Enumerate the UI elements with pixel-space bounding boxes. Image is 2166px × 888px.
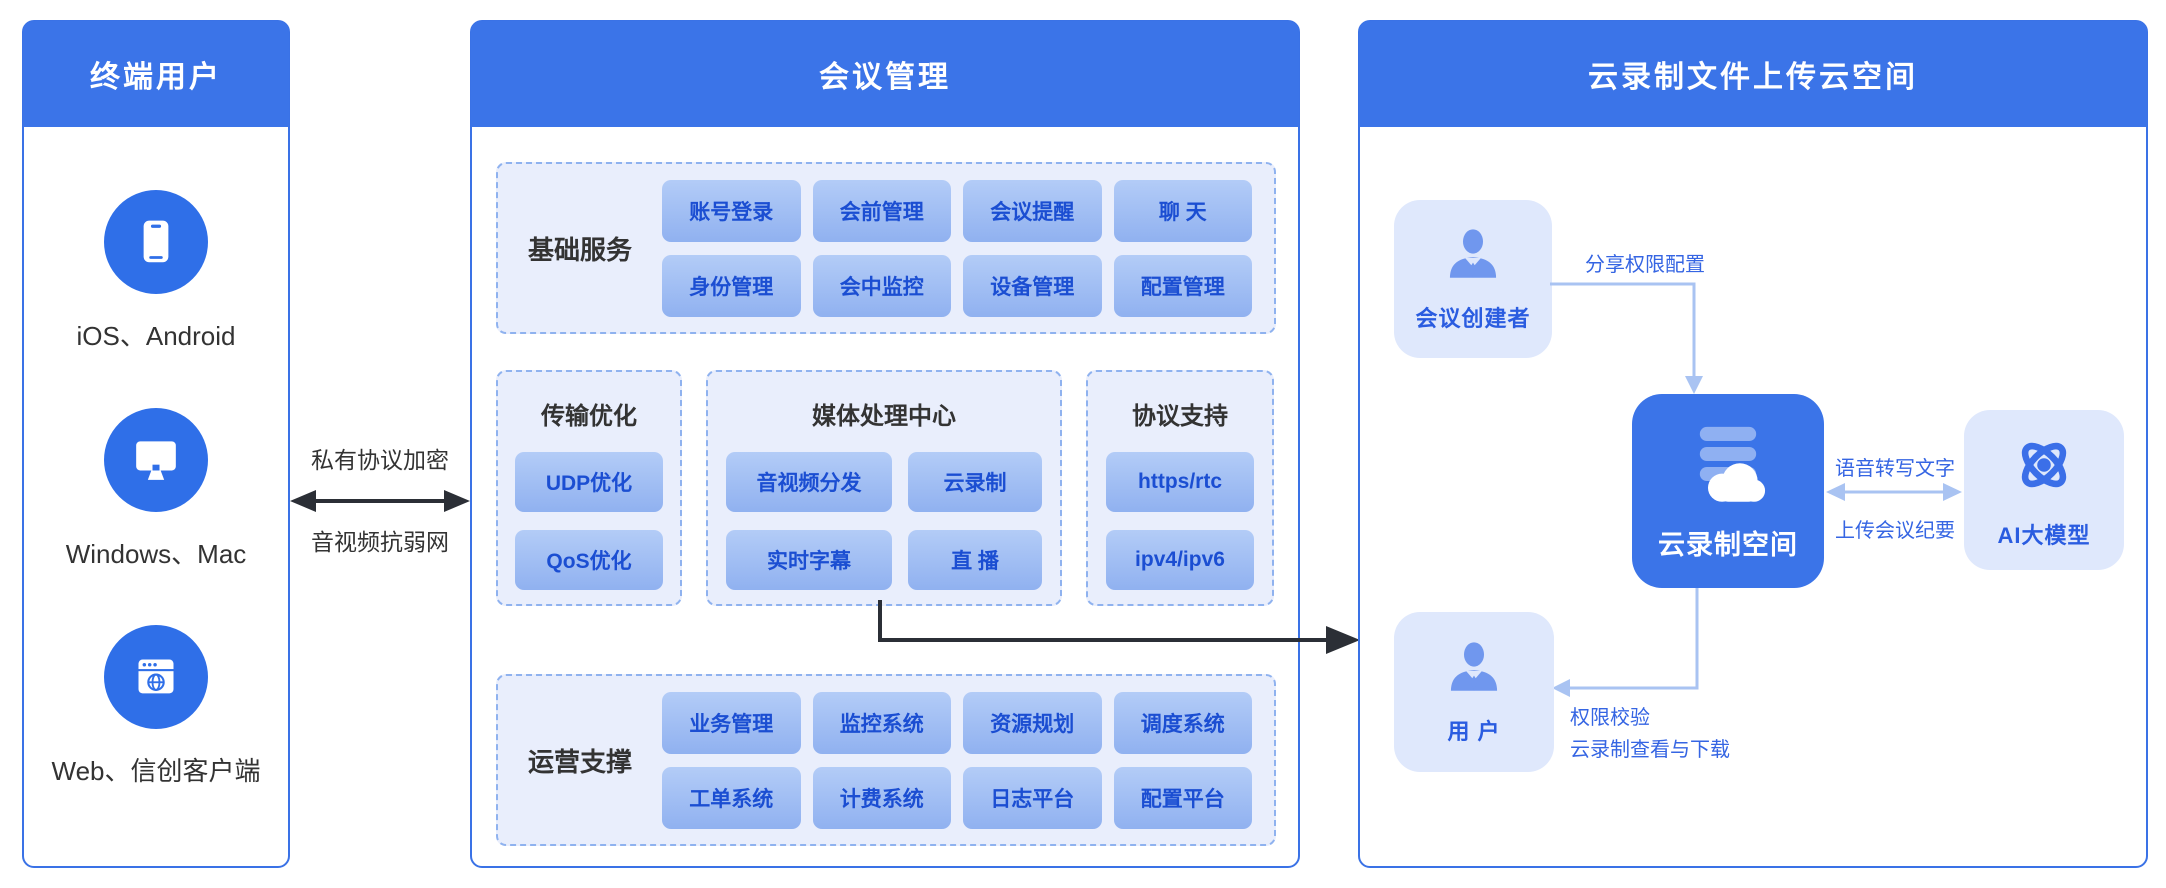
speech-to-text-label: 语音转写文字 bbox=[1835, 458, 1955, 480]
chip-dispatch-sys: 调度系统 bbox=[1113, 691, 1252, 754]
chip-inmeeting-watch: 会中监控 bbox=[812, 254, 951, 317]
middle-groups-row: 传输优化 UDP优化 QoS优化 媒体处理中心 音视频分发 云录制 实时字幕 直… bbox=[496, 370, 1276, 606]
terminal-users-title: 终端用户 bbox=[90, 61, 222, 94]
connector-bottom-label: 音视频抗弱网 bbox=[311, 529, 449, 555]
media-to-cloud-arrow-icon bbox=[878, 600, 1360, 654]
meeting-management-header: 会议管理 bbox=[471, 21, 1299, 127]
chip-device-mgmt: 设备管理 bbox=[963, 254, 1102, 317]
chip-chat: 聊 天 bbox=[1113, 179, 1252, 242]
chip-premeeting: 会前管理 bbox=[812, 179, 951, 242]
chip-meeting-remind: 会议提醒 bbox=[963, 179, 1102, 242]
chip-billing-system: 计费系统 bbox=[812, 766, 951, 829]
user-card: 用 户 bbox=[1394, 612, 1554, 772]
terminal-users-panel: 终端用户 iOS、Android bbox=[22, 20, 290, 868]
connector-top-label: 私有协议加密 bbox=[311, 447, 449, 473]
client-label-mobile: iOS、Android bbox=[76, 320, 236, 351]
media-processing-group: 媒体处理中心 音视频分发 云录制 实时字幕 直 播 bbox=[706, 370, 1062, 606]
cloud-server-icon bbox=[1680, 421, 1776, 512]
cloud-recording-space-box: 云录制空间 bbox=[1632, 394, 1824, 588]
client-item-web: Web、信创客户端 bbox=[52, 625, 261, 788]
ai-model-label: AI大模型 bbox=[1997, 523, 2091, 548]
chip-av-distribution: 音视频分发 bbox=[726, 452, 892, 512]
operations-label: 运营支撑 bbox=[528, 746, 633, 777]
permission-check-label: 权限校验 云录制查看与下载 bbox=[1570, 702, 1730, 766]
share-permission-label: 分享权限配置 bbox=[1585, 254, 1705, 276]
chip-config-platform: 配置平台 bbox=[1113, 766, 1252, 829]
client-item-mobile: iOS、Android bbox=[76, 189, 236, 353]
chip-qos: QoS优化 bbox=[515, 530, 663, 590]
encrypted-link-connector: 私有协议加密 音视频抗弱网 bbox=[288, 446, 472, 556]
protocol-title: 协议支持 bbox=[1132, 403, 1228, 430]
chip-udp: UDP优化 bbox=[515, 452, 663, 512]
upload-minutes-label: 上传会议纪要 bbox=[1835, 520, 1955, 542]
recording-ai-double-arrow-icon bbox=[1826, 483, 1962, 501]
terminal-users-body: iOS、Android Windows、Mac bbox=[24, 127, 288, 865]
permission-check-line2: 云录制查看与下载 bbox=[1570, 739, 1730, 761]
chip-resource-plan: 资源规划 bbox=[963, 691, 1102, 754]
transport-title: 传输优化 bbox=[541, 403, 637, 430]
user-label: 用 户 bbox=[1447, 719, 1501, 744]
chip-https-rtc: https/rtc bbox=[1106, 452, 1254, 512]
double-headed-arrow-icon bbox=[290, 490, 470, 512]
person-icon bbox=[1441, 225, 1505, 288]
cloud-recording-title: 云录制文件上传云空间 bbox=[1588, 61, 1918, 94]
meeting-management-panel: 会议管理 基础服务 账号登录 会前管理 会议提醒 聊 天 身份管理 会中监控 设… bbox=[470, 20, 1300, 868]
creator-to-recording-arrow-icon bbox=[1550, 282, 1703, 394]
mobile-phone-icon bbox=[104, 189, 208, 294]
protocol-support-group: 协议支持 https/rtc ipv4/ipv6 bbox=[1086, 370, 1274, 606]
person-icon bbox=[1442, 638, 1506, 701]
atom-icon bbox=[2005, 430, 2083, 505]
chip-account-login: 账号登录 bbox=[662, 179, 801, 242]
chip-log-platform: 日志平台 bbox=[963, 766, 1102, 829]
chip-identity-mgmt: 身份管理 bbox=[662, 254, 801, 317]
chip-ticket-system: 工单系统 bbox=[662, 766, 801, 829]
chip-config-mgmt: 配置管理 bbox=[1113, 254, 1252, 317]
permission-check-line1: 权限校验 bbox=[1570, 707, 1650, 729]
operations-chips: 业务管理 监控系统 资源规划 调度系统 工单系统 计费系统 日志平台 配置平台 bbox=[662, 691, 1252, 829]
cloud-recording-header: 云录制文件上传云空间 bbox=[1359, 21, 2147, 127]
media-title: 媒体处理中心 bbox=[812, 403, 956, 430]
terminal-users-header: 终端用户 bbox=[23, 21, 289, 127]
ai-model-card: AI大模型 bbox=[1964, 410, 2124, 570]
client-label-desktop: Windows、Mac bbox=[65, 538, 247, 569]
cloud-recording-space-label: 云录制空间 bbox=[1658, 529, 1798, 560]
meeting-management-title: 会议管理 bbox=[819, 61, 951, 94]
chip-ipv4-ipv6: ipv4/ipv6 bbox=[1106, 530, 1254, 590]
chip-live-stream: 直 播 bbox=[908, 530, 1042, 590]
client-item-desktop: Windows、Mac bbox=[65, 407, 247, 571]
chip-live-captions: 实时字幕 bbox=[726, 530, 892, 590]
transport-optimization-group: 传输优化 UDP优化 QoS优化 bbox=[496, 370, 682, 606]
chip-monitor-system: 监控系统 bbox=[812, 691, 951, 754]
cloud-recording-panel: 云录制文件上传云空间 会议创建者 分享权限配置 bbox=[1358, 20, 2148, 868]
client-label-web: Web、信创客户端 bbox=[51, 756, 261, 787]
basic-services-label: 基础服务 bbox=[528, 234, 633, 265]
web-browser-icon bbox=[104, 625, 208, 730]
meeting-creator-card: 会议创建者 bbox=[1394, 200, 1552, 358]
chip-business-mgmt: 业务管理 bbox=[662, 691, 801, 754]
chip-cloud-recording: 云录制 bbox=[908, 452, 1042, 512]
desktop-monitor-icon bbox=[104, 407, 208, 512]
basic-services-group: 基础服务 账号登录 会前管理 会议提醒 聊 天 身份管理 会中监控 设备管理 配… bbox=[496, 162, 1276, 334]
recording-to-user-arrow-icon bbox=[1552, 588, 1699, 697]
meeting-creator-label: 会议创建者 bbox=[1415, 306, 1531, 331]
operations-support-group: 运营支撑 业务管理 监控系统 资源规划 调度系统 工单系统 计费系统 日志平台 … bbox=[496, 674, 1276, 846]
basic-services-chips: 账号登录 会前管理 会议提醒 聊 天 身份管理 会中监控 设备管理 配置管理 bbox=[662, 179, 1252, 317]
